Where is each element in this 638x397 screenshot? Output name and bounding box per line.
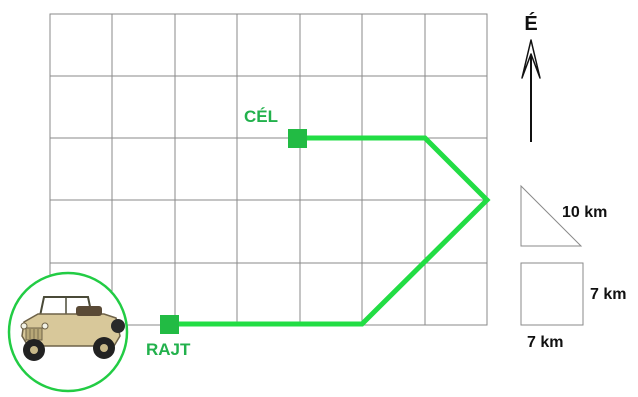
scale-square <box>520 262 584 326</box>
start-label: RAJT <box>146 340 191 359</box>
grid <box>49 13 488 326</box>
grid-border <box>49 13 488 326</box>
jeep-icon <box>7 271 129 393</box>
triangle-side-label: 10 km <box>562 204 607 221</box>
north-arrow-icon <box>521 39 541 142</box>
goal-label: CÉL <box>244 107 278 126</box>
square-side-label-right: 7 km <box>590 286 626 303</box>
start-marker <box>160 315 179 334</box>
square-side-label-bottom: 7 km <box>527 334 563 351</box>
north-label: É <box>524 12 537 35</box>
route-path <box>170 135 491 327</box>
goal-marker <box>288 129 307 148</box>
scale-triangle <box>520 184 583 247</box>
